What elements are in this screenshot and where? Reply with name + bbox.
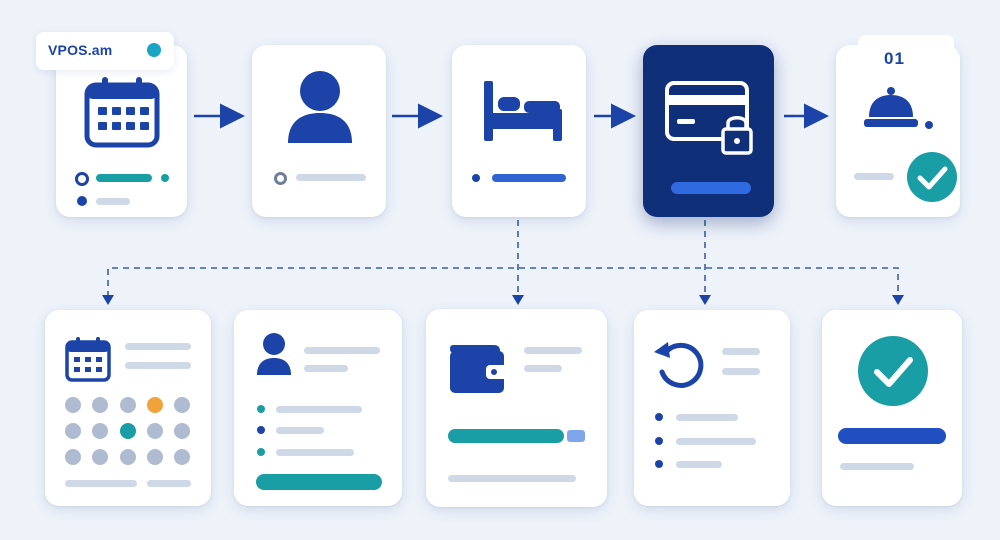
bullet-dot bbox=[655, 437, 663, 445]
branch-line-horizontal bbox=[107, 267, 899, 297]
placeholder-bar bbox=[276, 449, 354, 456]
bullet-dot bbox=[472, 174, 480, 182]
step-card-user[interactable] bbox=[252, 45, 386, 217]
date-dot bbox=[147, 449, 163, 465]
bullet-dot bbox=[655, 413, 663, 421]
date-dot bbox=[65, 423, 81, 439]
date-dot bbox=[65, 449, 81, 465]
placeholder-bar bbox=[304, 347, 380, 354]
user-icon bbox=[288, 71, 352, 143]
detail-card-status[interactable] bbox=[634, 310, 790, 506]
date-dot bbox=[174, 397, 190, 413]
placeholder-bar bbox=[448, 475, 576, 482]
radio-option bbox=[274, 172, 287, 185]
placeholder-bar bbox=[676, 438, 756, 445]
date-dot bbox=[92, 423, 108, 439]
calendar-icon bbox=[84, 77, 160, 148]
radio-selected bbox=[75, 172, 89, 186]
date-dot bbox=[92, 397, 108, 413]
step-card-room[interactable] bbox=[452, 45, 586, 217]
step-card-payment[interactable] bbox=[643, 45, 774, 217]
bullet-dot-teal bbox=[257, 448, 265, 456]
placeholder-bar bbox=[125, 362, 191, 369]
branch-arrow-calendar bbox=[102, 295, 114, 305]
date-dot bbox=[174, 449, 190, 465]
date-dot bbox=[120, 449, 136, 465]
placeholder-bar bbox=[276, 427, 324, 434]
payment-progress-bar bbox=[448, 429, 564, 443]
placeholder-bar bbox=[524, 365, 562, 372]
detail-card-wallet[interactable] bbox=[426, 309, 607, 507]
placeholder-bar bbox=[276, 406, 362, 413]
date-dot-highlight bbox=[147, 397, 163, 413]
branch-arrow-wallet bbox=[512, 295, 524, 305]
detail-card-calendar[interactable] bbox=[45, 310, 211, 506]
step-number-badge: 01 bbox=[858, 35, 954, 79]
placeholder-bar bbox=[722, 368, 760, 375]
placeholder-bar bbox=[96, 198, 130, 205]
detail-card-guest[interactable] bbox=[234, 310, 402, 506]
wallet-icon bbox=[450, 345, 508, 393]
placeholder-bar-teal bbox=[96, 174, 152, 182]
refresh-icon bbox=[654, 342, 704, 388]
check-circle-icon bbox=[907, 152, 957, 202]
placeholder-bar-blue bbox=[492, 174, 566, 182]
date-dot bbox=[174, 423, 190, 439]
branch-arrow-refresh bbox=[699, 295, 711, 305]
confirm-button-bar bbox=[838, 428, 946, 444]
brand-badge: VPOS.am bbox=[36, 32, 174, 70]
brand-name: VPOS.am bbox=[48, 42, 113, 58]
placeholder-bar bbox=[304, 365, 348, 372]
submit-button-bar bbox=[256, 474, 382, 490]
placeholder-bar bbox=[676, 461, 722, 468]
bed-icon bbox=[484, 81, 562, 141]
date-dot-selected bbox=[120, 423, 136, 439]
brand-status-dot bbox=[147, 43, 161, 57]
date-dot bbox=[65, 397, 81, 413]
bullet-dot-teal bbox=[257, 405, 265, 413]
service-bell-icon bbox=[864, 87, 933, 129]
step-number: 01 bbox=[884, 49, 905, 68]
user-icon bbox=[257, 333, 291, 375]
bullet-dot bbox=[257, 426, 265, 434]
detail-card-confirmation[interactable] bbox=[822, 310, 962, 506]
check-circle-icon bbox=[858, 336, 928, 406]
placeholder-bar bbox=[854, 173, 894, 180]
date-dot bbox=[92, 449, 108, 465]
placeholder-bar bbox=[722, 348, 760, 355]
calendar-icon bbox=[65, 337, 111, 382]
placeholder-bar bbox=[147, 480, 191, 487]
placeholder-bar bbox=[65, 480, 137, 487]
secure-card-icon bbox=[665, 81, 753, 155]
placeholder-bar bbox=[524, 347, 582, 354]
placeholder-bar bbox=[296, 174, 366, 181]
payment-progress-end bbox=[567, 430, 585, 442]
step-card-calendar[interactable] bbox=[56, 45, 187, 217]
date-dot bbox=[147, 423, 163, 439]
placeholder-bar bbox=[676, 414, 738, 421]
placeholder-bar bbox=[125, 343, 191, 350]
branch-arrow-check bbox=[892, 295, 904, 305]
placeholder-bar bbox=[840, 463, 914, 470]
pay-button-bar bbox=[671, 182, 751, 194]
bullet-dot bbox=[655, 460, 663, 468]
bullet-dot bbox=[77, 196, 87, 206]
status-dot-teal bbox=[161, 174, 169, 182]
date-dot bbox=[120, 397, 136, 413]
